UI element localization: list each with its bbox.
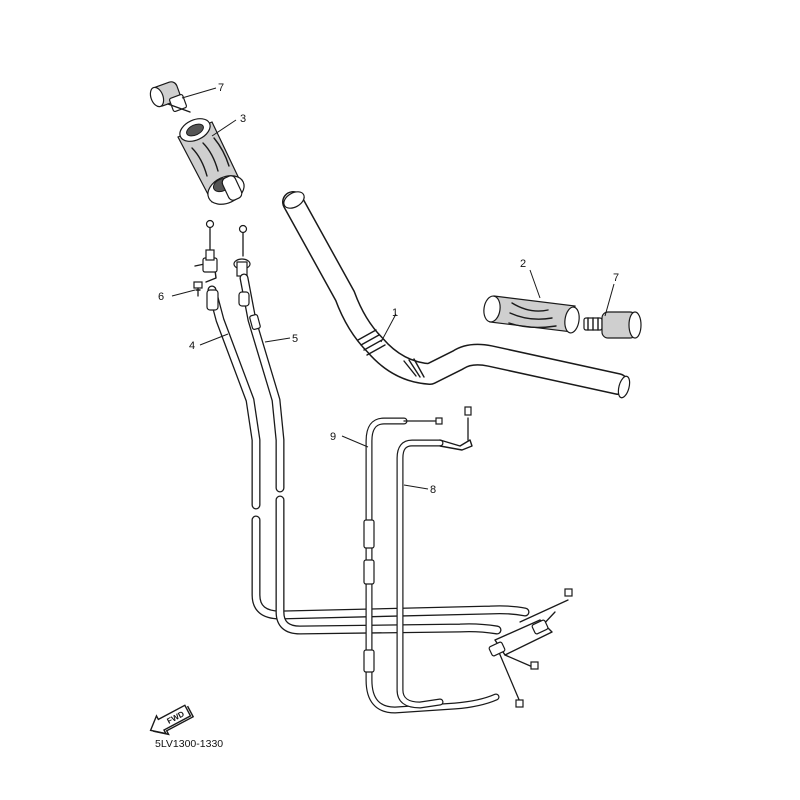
leader-lines	[171, 87, 615, 490]
fwd-arrow-icon: FWD	[149, 704, 195, 736]
callout-3: 3	[240, 113, 246, 125]
callout-6: 6	[158, 291, 164, 303]
throttle-grip	[177, 118, 245, 205]
bar-end-weight-right	[583, 311, 642, 339]
callout-7-top: 7	[218, 82, 224, 94]
callout-5: 5	[292, 333, 298, 345]
screw-and-bracket	[193, 257, 218, 297]
knurl-band-left	[357, 329, 386, 356]
callout-9: 9	[330, 431, 336, 443]
callout-2: 2	[520, 258, 526, 270]
throttle-cable-ends	[205, 219, 251, 277]
bar-end-weight-top	[149, 81, 191, 113]
callout-4: 4	[189, 340, 195, 352]
callout-1: 1	[392, 307, 398, 319]
handlebar	[282, 191, 631, 399]
lower-cable-ends	[488, 588, 573, 708]
throttle-cable-5	[238, 273, 502, 635]
cable-8	[396, 406, 473, 709]
part-code: 5LV1300-1330	[155, 738, 223, 750]
knurl-band-right	[403, 358, 425, 378]
clutch-cable-9	[363, 417, 500, 714]
callout-8: 8	[430, 484, 436, 496]
left-grip	[483, 295, 580, 334]
callout-7-right: 7	[613, 272, 619, 284]
